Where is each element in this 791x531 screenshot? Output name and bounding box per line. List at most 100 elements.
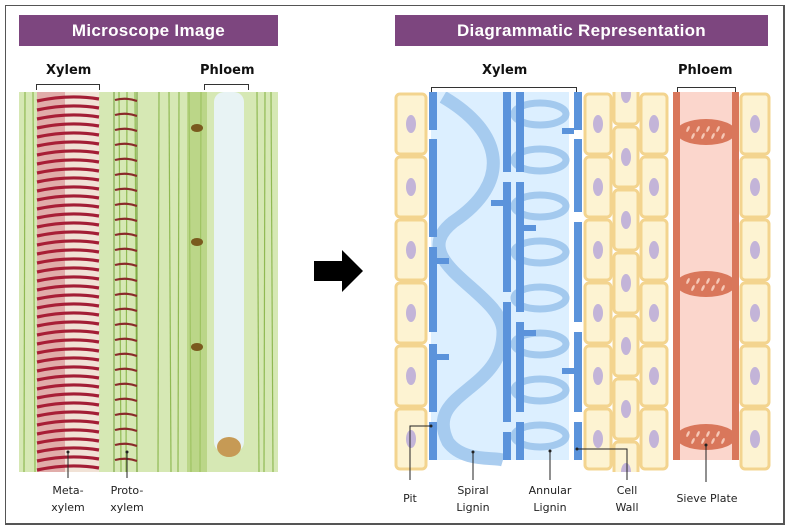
microscope-cell-line — [256, 92, 260, 472]
protoxylem-annular-ring — [114, 442, 138, 448]
xylem-cell-wall — [516, 322, 524, 412]
xylem-cell-wall — [503, 182, 511, 292]
nucleus — [750, 367, 760, 385]
diagram-banner: Diagrammatic Representation — [395, 15, 768, 46]
metaxylem-lignin-band — [36, 356, 100, 364]
protoxylem-annular-ring — [114, 367, 138, 373]
nucleus — [406, 241, 416, 259]
xylem-cell-wall — [503, 92, 511, 172]
callout-annular-lignin-line2: Lignin — [533, 501, 567, 514]
sieve-plate — [676, 119, 736, 145]
microscope-cell-line — [125, 92, 128, 472]
nucleus — [593, 241, 603, 259]
metaxylem-lignin-band — [36, 401, 100, 409]
metaxylem-lignin-band — [36, 419, 100, 427]
callout-pit: Pit — [390, 490, 430, 507]
metaxylem-lignin-band — [36, 122, 100, 130]
nucleus — [649, 241, 659, 259]
metaxylem-lignin-band — [36, 428, 100, 436]
callout-pit-line1: Pit — [403, 492, 417, 505]
callout-cell-wall: Cell Wall — [603, 482, 651, 516]
sieve-pore — [721, 133, 725, 139]
protoxylem-annular-ring — [114, 352, 138, 358]
metaxylem-lignin-band — [36, 284, 100, 292]
sieve-tube-wall-left — [673, 92, 680, 460]
pit-leader-line — [409, 425, 431, 480]
xylem-cell-wall — [516, 182, 524, 312]
cell-wall-leader-dot — [575, 447, 579, 451]
nucleus — [593, 304, 603, 322]
xylem-cell-wall — [574, 332, 582, 412]
metaxylem-lignin-band — [36, 392, 100, 400]
metaxylem-lignin-band — [36, 293, 100, 301]
diagram-xylem-bracket — [431, 87, 577, 93]
sieve-pore — [716, 431, 720, 437]
sieve-plate — [676, 271, 736, 297]
sieve-pore — [701, 133, 705, 139]
annular-lignin-ring — [510, 329, 570, 359]
parenchyma-cell — [612, 92, 640, 126]
sieve-pore — [706, 278, 710, 284]
xylem-cell-wall — [574, 222, 582, 322]
protoxylem-annular-ring — [114, 127, 138, 133]
nucleus — [750, 178, 760, 196]
callout-cell-wall-line2: Wall — [615, 501, 639, 514]
metaxylem-lignin-band — [36, 266, 100, 274]
microscope-cell-line — [168, 92, 172, 472]
microscope-image — [19, 92, 278, 472]
metaxylem-lignin-band — [36, 437, 100, 445]
microscope-cell-line — [157, 92, 160, 472]
phloem-plug — [217, 437, 241, 457]
callout-spiral-lignin-line1: Spiral — [457, 484, 489, 497]
sieve-pore — [716, 278, 720, 284]
nucleus — [649, 367, 659, 385]
sieve-pore — [711, 133, 715, 139]
callout-protoxylem-line2: xylem — [110, 501, 144, 514]
pit-border — [562, 368, 574, 374]
nucleus — [621, 463, 631, 472]
protoxylem-annular-ring — [114, 142, 138, 148]
metaxylem-lignin-band — [36, 257, 100, 265]
protoxylem-annular-ring — [114, 172, 138, 178]
annular-lignin-ring — [510, 237, 570, 267]
spiral-lignin-leader-dot — [471, 450, 475, 454]
sieve-pore — [696, 431, 700, 437]
xylem-cell-wall — [429, 247, 437, 332]
callout-annular-lignin: Annular Lignin — [518, 482, 582, 516]
sieve-plate — [676, 424, 736, 450]
metaxylem-lignin-band — [36, 203, 100, 211]
nucleus — [750, 241, 760, 259]
annular-lignin-ring — [510, 145, 570, 175]
xylem-cell-wall — [516, 92, 524, 172]
metaxylem-lignin-band — [36, 410, 100, 418]
nucleus — [621, 274, 631, 292]
annular-lignin-leader-dot — [548, 449, 552, 453]
callout-protoxylem-line1: Proto- — [110, 484, 144, 497]
microscope-phloem-label: Phloem — [200, 63, 255, 78]
metaxylem-lignin-band — [36, 158, 100, 166]
protoxylem-annular-ring — [114, 217, 138, 223]
nucleus — [649, 178, 659, 196]
diagram-phloem-label: Phloem — [678, 63, 733, 78]
metaxylem-lignin-band — [36, 131, 100, 139]
nucleus — [593, 430, 603, 448]
nucleus — [593, 178, 603, 196]
nucleus — [593, 115, 603, 133]
protoxylem-annular-ring — [114, 322, 138, 328]
protoxylem-annular-ring — [114, 112, 138, 118]
annular-lignin-ring — [510, 99, 570, 129]
callout-spiral-lignin: Spiral Lignin — [448, 482, 498, 516]
protoxylem-leader-dot — [125, 450, 129, 454]
sieve-pore — [696, 126, 700, 132]
nucleus — [621, 337, 631, 355]
protoxylem-annular-ring — [114, 292, 138, 298]
microscope-cell-line — [118, 92, 122, 472]
sieve-pore — [691, 438, 695, 444]
sieve-pore — [721, 285, 725, 291]
protoxylem-annular-ring — [114, 187, 138, 193]
sieve-plate-microscope — [191, 238, 203, 246]
microscope-cell-line — [270, 92, 274, 472]
protoxylem-annular-ring — [114, 457, 138, 463]
annular-lignin-ring — [510, 421, 570, 451]
metaxylem-lignin-band — [36, 212, 100, 220]
